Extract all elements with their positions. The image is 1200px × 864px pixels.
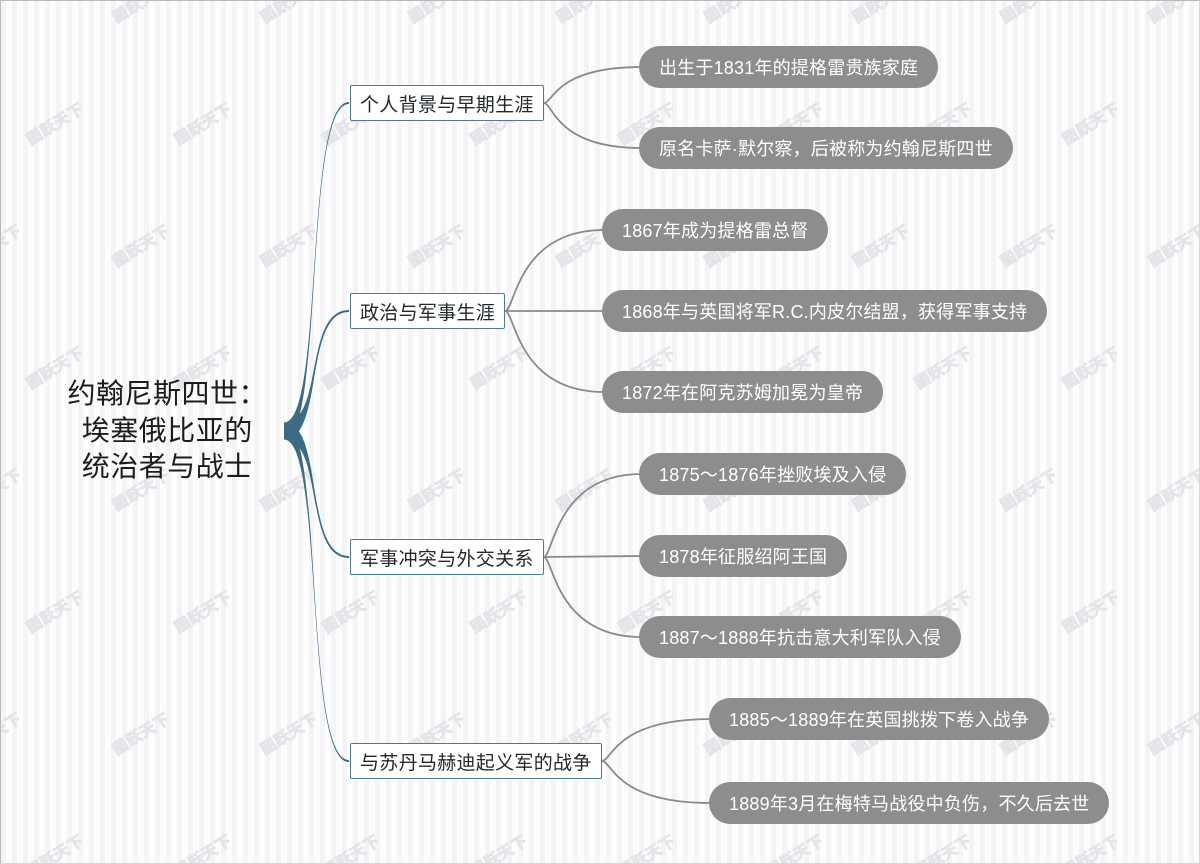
leaf-node-label: 1872年在阿克苏姆加冕为皇帝 bbox=[622, 383, 864, 403]
leaf-node-2-1[interactable]: 1867年成为提格雷总督 bbox=[602, 209, 829, 251]
watermark-text: 图跃天下 bbox=[405, 466, 470, 515]
watermark-text: 图跃天下 bbox=[109, 222, 174, 271]
watermark-text: 图跃天下 bbox=[763, 832, 828, 864]
watermark-text: 图跃天下 bbox=[849, 222, 914, 271]
branch-node-3[interactable]: 军事冲突与外交关系 bbox=[350, 539, 544, 575]
leaf-connector bbox=[542, 66, 642, 104]
watermark-text: 图跃天下 bbox=[911, 832, 976, 864]
watermark-text: 图跃天下 bbox=[1145, 466, 1200, 515]
branch-connector bbox=[284, 422, 349, 762]
root-title-line-1: 约翰尼斯四世： bbox=[67, 378, 267, 410]
watermark-text: 图跃天下 bbox=[1145, 710, 1200, 759]
watermark-text: 图跃天下 bbox=[467, 832, 532, 864]
watermark-text: 图跃天下 bbox=[553, 466, 618, 515]
leaf-node-4-2[interactable]: 1889年3月在梅特马战役中负伤，不久后去世 bbox=[709, 782, 1110, 824]
leaf-node-label: 1875～1876年挫败埃及入侵 bbox=[659, 465, 887, 485]
leaf-connectors bbox=[504, 66, 712, 804]
watermark-text: 图跃天下 bbox=[1059, 588, 1124, 637]
root-title-line-2: 埃塞俄比亚的 bbox=[81, 414, 253, 446]
watermark-text: 图跃天下 bbox=[23, 832, 88, 864]
root-title-line-3: 统治者与战士 bbox=[81, 451, 253, 483]
leaf-node-2-2[interactable]: 1868年与英国将军R.C.内皮尔结盟，获得军事支持 bbox=[602, 290, 1048, 332]
watermark-text: 图跃天下 bbox=[171, 588, 236, 637]
branch-node-label: 与苏丹马赫迪起义军的战争 bbox=[360, 752, 592, 774]
leaf-connector bbox=[600, 718, 712, 762]
branch-node-label: 政治与军事生涯 bbox=[360, 302, 496, 324]
leaf-connector bbox=[542, 473, 642, 558]
watermark-text: 图跃天下 bbox=[701, 0, 766, 27]
watermark-text: 图跃天下 bbox=[23, 100, 88, 149]
watermark-text: 图跃天下 bbox=[0, 466, 26, 515]
watermark-text: 图跃天下 bbox=[1145, 222, 1200, 271]
watermark-text: 图跃天下 bbox=[615, 832, 680, 864]
watermark-text: 图跃天下 bbox=[849, 0, 914, 27]
leaf-node-3-1[interactable]: 1875～1876年挫败埃及入侵 bbox=[639, 453, 907, 495]
watermark-text: 图跃天下 bbox=[257, 710, 322, 759]
branch-node-label: 个人背景与早期生涯 bbox=[360, 94, 534, 116]
branch-node-2[interactable]: 政治与军事生涯 bbox=[350, 293, 506, 329]
watermark-text: 图跃天下 bbox=[467, 344, 532, 393]
leaf-node-1-1[interactable]: 出生于1831年的提格雷贵族家庭 bbox=[639, 46, 939, 88]
branch-node-label: 军事冲突与外交关系 bbox=[360, 548, 534, 570]
watermark-text: 图跃天下 bbox=[319, 344, 384, 393]
watermark-text: 图跃天下 bbox=[997, 0, 1062, 27]
leaf-connector bbox=[600, 760, 712, 804]
watermark-text: 图跃天下 bbox=[1145, 0, 1200, 27]
watermark-text: 图跃天下 bbox=[1059, 100, 1124, 149]
leaf-node-3-2[interactable]: 1878年征服绍阿王国 bbox=[639, 535, 848, 577]
watermark-text: 图跃天下 bbox=[0, 710, 26, 759]
leaf-node-4-1[interactable]: 1885～1889年在英国挑拨下卷入战争 bbox=[709, 698, 1050, 740]
watermark-text: 图跃天下 bbox=[319, 832, 384, 864]
branch-node-1[interactable]: 个人背景与早期生涯 bbox=[350, 85, 544, 121]
leaf-connector bbox=[504, 229, 605, 312]
leaf-node-label: 原名卡萨·默尔察，后被称为约翰尼斯四世 bbox=[659, 139, 993, 159]
watermark-text: 图跃天下 bbox=[0, 222, 26, 271]
watermark-text: 图跃天下 bbox=[171, 100, 236, 149]
leaf-node-1-2[interactable]: 原名卡萨·默尔察，后被称为约翰尼斯四世 bbox=[639, 127, 1013, 169]
watermark-text: 图跃天下 bbox=[257, 222, 322, 271]
leaf-node-3-3[interactable]: 1887～1888年抗击意大利军队入侵 bbox=[639, 616, 961, 658]
watermark-text: 图跃天下 bbox=[405, 222, 470, 271]
leaf-node-label: 出生于1831年的提格雷贵族家庭 bbox=[659, 58, 919, 78]
leaf-node-label: 1889年3月在梅特马战役中负伤，不久后去世 bbox=[729, 794, 1090, 814]
watermark-text: 图跃天下 bbox=[0, 0, 26, 27]
leaf-connector bbox=[542, 102, 642, 149]
leaf-connector bbox=[504, 310, 605, 393]
watermark-text: 图跃天下 bbox=[1059, 344, 1124, 393]
watermark-text: 图跃天下 bbox=[553, 0, 618, 27]
watermark-text: 图跃天下 bbox=[257, 0, 322, 27]
root-node[interactable]: 约翰尼斯四世： 埃塞俄比亚的 统治者与战士 bbox=[64, 376, 270, 485]
watermark-text: 图跃天下 bbox=[23, 588, 88, 637]
watermark-text: 图跃天下 bbox=[109, 710, 174, 759]
leaf-node-label: 1885～1889年在英国挑拨下卷入战争 bbox=[729, 710, 1030, 730]
watermark-text: 图跃天下 bbox=[997, 222, 1062, 271]
watermark-text: 图跃天下 bbox=[911, 344, 976, 393]
branch-connectors bbox=[284, 102, 349, 762]
watermark-text: 图跃天下 bbox=[467, 588, 532, 637]
leaf-connector bbox=[542, 556, 642, 638]
leaf-node-2-3[interactable]: 1872年在阿克苏姆加冕为皇帝 bbox=[602, 371, 884, 413]
branch-connector bbox=[284, 422, 349, 558]
watermark-text: 图跃天下 bbox=[405, 0, 470, 27]
branch-connector bbox=[284, 310, 349, 440]
watermark-text: 图跃天下 bbox=[171, 832, 236, 864]
watermark-text: 图跃天下 bbox=[109, 0, 174, 27]
leaf-connector bbox=[542, 555, 642, 558]
branch-connector bbox=[284, 102, 349, 440]
leaf-node-label: 1867年成为提格雷总督 bbox=[622, 221, 809, 241]
watermark-text: 图跃天下 bbox=[1059, 832, 1124, 864]
leaf-node-label: 1887～1888年抗击意大利军队入侵 bbox=[659, 628, 941, 648]
branch-node-4[interactable]: 与苏丹马赫迪起义军的战争 bbox=[350, 743, 602, 779]
watermark-text: 图跃天下 bbox=[997, 466, 1062, 515]
watermark-text: 图跃天下 bbox=[319, 588, 384, 637]
leaf-node-label: 1868年与英国将军R.C.内皮尔结盟，获得军事支持 bbox=[622, 302, 1028, 322]
leaf-node-label: 1878年征服绍阿王国 bbox=[659, 547, 828, 567]
